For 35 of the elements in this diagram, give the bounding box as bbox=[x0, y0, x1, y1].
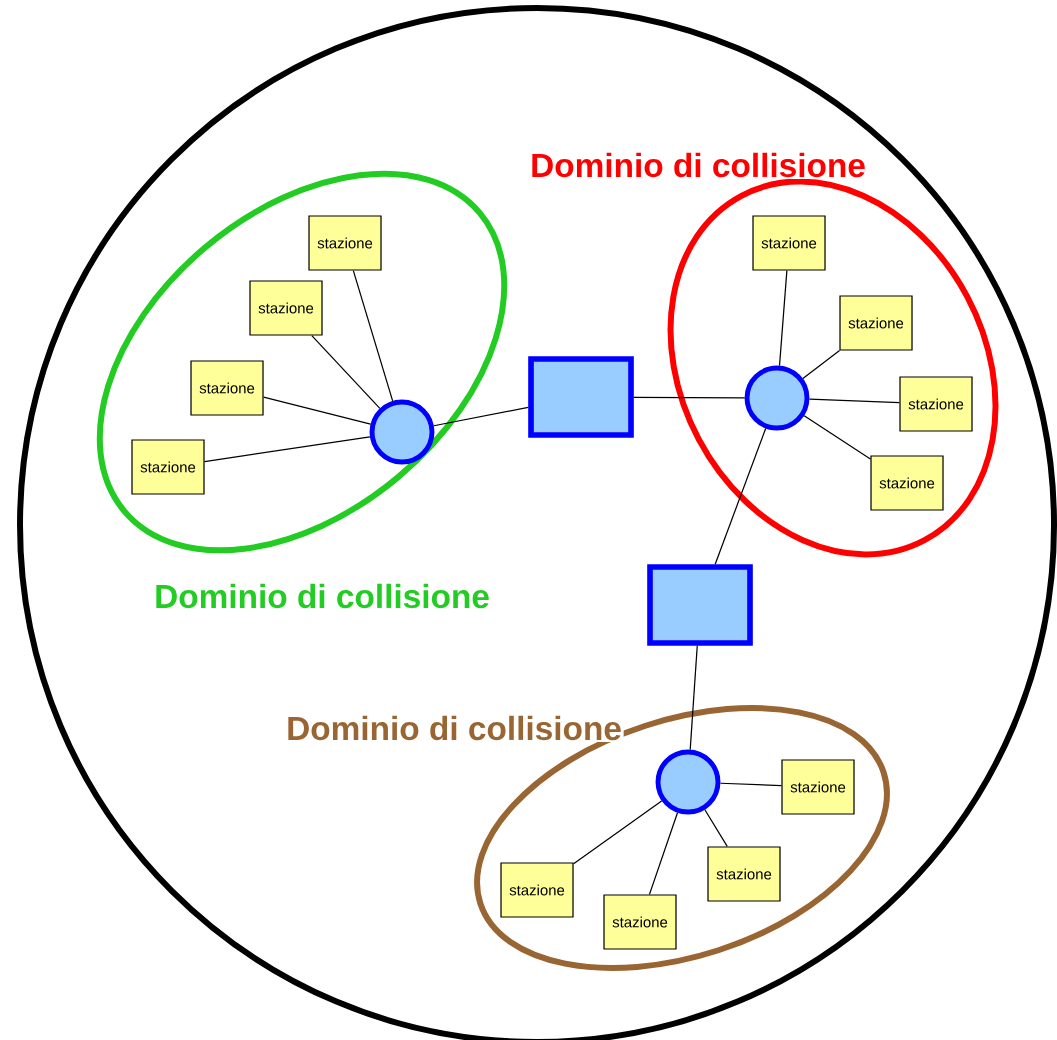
switch-box bbox=[647, 564, 753, 646]
link-line bbox=[778, 270, 788, 367]
link-line bbox=[802, 350, 841, 379]
link-line bbox=[433, 406, 529, 427]
station-box: stazione bbox=[839, 295, 913, 351]
station-box: stazione bbox=[308, 215, 382, 271]
link-line bbox=[204, 436, 371, 463]
station-box: stazione bbox=[707, 846, 781, 902]
node-label: Dominio di collisione bbox=[532, 152, 865, 178]
link-line bbox=[573, 800, 663, 865]
switch-box bbox=[528, 356, 634, 438]
station-box: stazione bbox=[781, 759, 855, 815]
station-box: stazione bbox=[500, 862, 574, 918]
station-box: stazione bbox=[899, 376, 973, 432]
link-line bbox=[689, 645, 698, 751]
link-line bbox=[714, 427, 767, 565]
link-line bbox=[263, 396, 372, 425]
station-box: stazione bbox=[249, 280, 323, 336]
link-line bbox=[648, 812, 679, 895]
station-box: stazione bbox=[131, 439, 205, 495]
node-label: Dominio di collisione bbox=[156, 583, 489, 609]
link-line bbox=[633, 396, 746, 399]
hub-circle bbox=[655, 749, 721, 815]
link-line bbox=[803, 415, 871, 460]
station-box: stazione bbox=[603, 894, 677, 950]
link-line bbox=[808, 398, 900, 404]
link-line bbox=[311, 335, 381, 409]
station-box: stazione bbox=[870, 455, 944, 511]
hub-circle bbox=[744, 365, 810, 431]
link-line bbox=[704, 809, 728, 847]
station-box: stazione bbox=[190, 360, 264, 416]
station-box: stazione bbox=[752, 215, 826, 271]
link-line bbox=[352, 270, 394, 402]
hub-circle bbox=[369, 399, 435, 465]
link-line bbox=[719, 782, 782, 787]
